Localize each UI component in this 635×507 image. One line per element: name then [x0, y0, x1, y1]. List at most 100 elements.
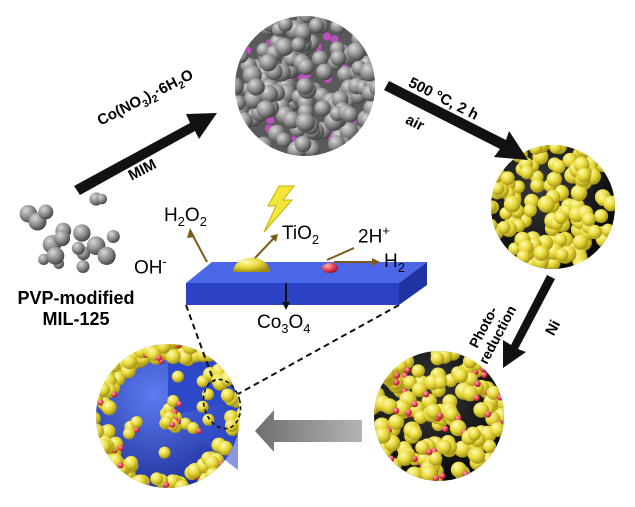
ni-particle: [388, 455, 395, 462]
zif-particle: [294, 23, 312, 41]
zif-particle: [294, 135, 312, 153]
ni-particle: [97, 399, 104, 406]
tio2-particle: [150, 472, 164, 486]
tio2-particle: [96, 438, 112, 454]
pink-network-node: [330, 35, 339, 44]
oh-text: OH: [134, 257, 163, 279]
ni-particle: [411, 455, 418, 463]
mil-125-particle: [73, 224, 91, 242]
tio2-particle: [546, 171, 562, 187]
tio2-particle: [437, 439, 452, 455]
tio2-particle: [596, 157, 611, 173]
zoom-line-right: [237, 304, 400, 395]
ni-particle: [497, 394, 504, 401]
tio2-particle: [503, 195, 521, 213]
tio2-particle: [603, 195, 615, 212]
tio2-particle: [132, 474, 148, 488]
arrow-to-h2o2: [191, 233, 208, 263]
zif-particle: [328, 135, 346, 153]
tio2-particle: [96, 423, 105, 439]
tio2-particle: [529, 145, 543, 155]
tio2-particle: [573, 257, 590, 269]
tio2-particle: [491, 199, 497, 214]
start-material-line2: MIL-125: [42, 309, 110, 329]
h2o2-sub2: 2: [199, 213, 207, 229]
zif-particle: [256, 100, 275, 119]
tio2-particle: [601, 223, 615, 237]
ni-particle: [442, 425, 449, 433]
tio2-particle: [233, 257, 270, 272]
tio2-particle: [570, 184, 588, 202]
h2-label: H2: [384, 252, 405, 275]
arrow-step3: [503, 275, 555, 368]
tio2-particle: [491, 218, 498, 232]
zoom-line-left: [185, 304, 215, 383]
h-plus-label: 2H+: [358, 224, 390, 246]
tio2-particle: [428, 451, 443, 466]
tio2-text: TiO: [282, 223, 312, 244]
tio2-particle: [124, 455, 139, 471]
tio2-particle: [500, 171, 515, 186]
tio2-particle: [537, 195, 556, 213]
tio2-particle: [587, 224, 603, 240]
ni-particle: [485, 366, 492, 373]
tio2-particle: [594, 209, 609, 224]
co3o4-sub2: 4: [303, 320, 311, 336]
arrowhead-h2o2: [187, 228, 195, 238]
arrowhead-co3o4: [282, 302, 290, 310]
tio2-particle: [171, 370, 184, 383]
zif-particle: [330, 19, 346, 35]
ni-particle: [169, 421, 176, 428]
tio2-particle: [220, 388, 235, 403]
tio2-particle: [554, 211, 568, 225]
ni-particle: [163, 481, 170, 488]
tio2-particle: [516, 249, 531, 264]
tio2-particle: [549, 145, 563, 154]
tio2-particle: [156, 344, 171, 354]
mil-125-particle: [96, 193, 108, 205]
tio2-particle: [533, 245, 550, 261]
ni-particle: [111, 391, 118, 398]
tio2-particle: [486, 385, 501, 400]
co3o4-o: O: [288, 312, 304, 333]
ni-particle: [404, 366, 411, 374]
tio2-particle: [158, 446, 171, 459]
mil-125-particle: [54, 230, 71, 247]
zif-particle: [312, 50, 329, 67]
mil-125-particle: [71, 241, 85, 255]
start-material-line1: PVP-modified: [17, 288, 135, 308]
tio2-particle: [453, 368, 468, 384]
zif-particle: [253, 136, 273, 156]
tio2-particle: [581, 212, 596, 227]
mechanism-arrowheads: [187, 228, 380, 310]
zif-particle: [339, 121, 359, 141]
tio2-particle: [430, 351, 445, 366]
h2-text: H: [384, 251, 398, 272]
arrowhead-h2: [372, 258, 380, 266]
tio2-particle: [130, 416, 143, 429]
tio2-particle: [411, 364, 425, 378]
zif-particle: [235, 77, 244, 96]
cutaway-sphere: [96, 344, 242, 488]
tio2-particle: [388, 414, 405, 430]
tio2-particle: [224, 418, 239, 432]
ni-particle: [426, 448, 433, 456]
tio2-particle: [196, 400, 209, 413]
tio2-particle: [489, 422, 504, 438]
pink-network-node: [322, 32, 331, 41]
arrowhead-tio2: [270, 234, 278, 242]
h2o2-h: H: [164, 205, 178, 226]
tio2-particle: [530, 178, 544, 192]
ni-particle: [474, 380, 481, 387]
mechanism-slab: [186, 257, 427, 305]
tio2-particle: [101, 400, 117, 416]
co3o4-co: Co: [257, 312, 282, 333]
ni-particle: [196, 428, 203, 434]
tio2-particle: [182, 344, 199, 355]
mil-125-particle: [38, 204, 54, 220]
tio2-particle: [467, 427, 481, 441]
tio2-particle: [123, 427, 135, 440]
tio2-particle: [553, 233, 568, 247]
zif-particle: [330, 50, 347, 66]
